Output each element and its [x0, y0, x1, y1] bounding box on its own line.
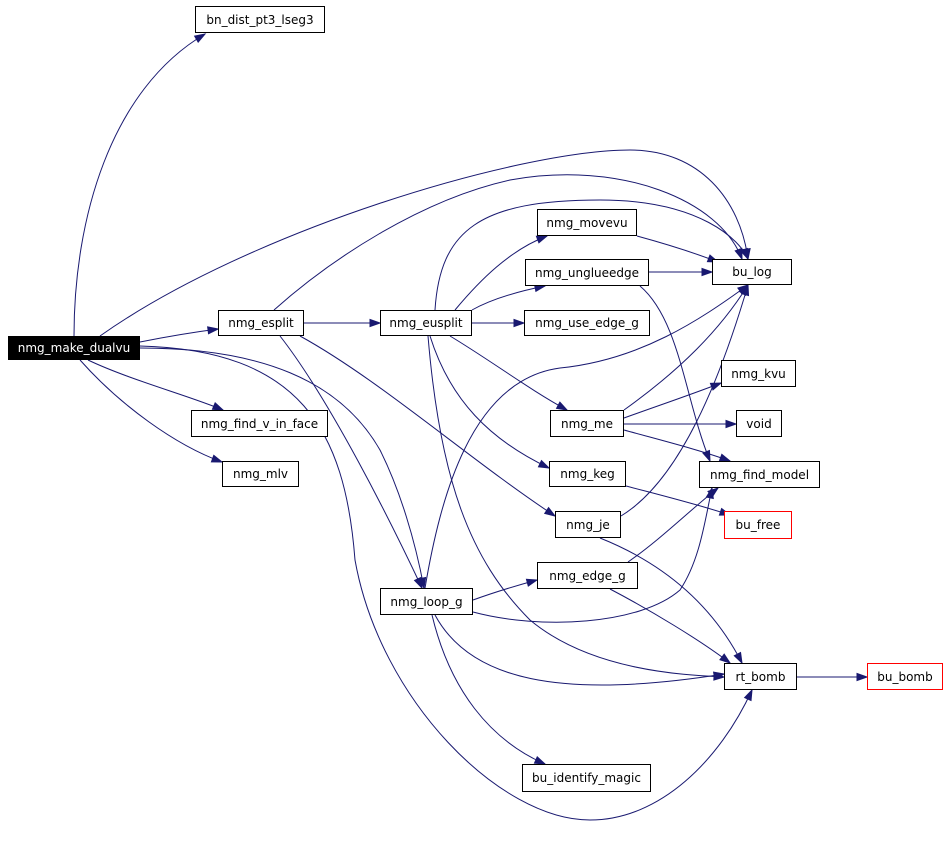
edge-nmg_edge_g-to-rt_bomb	[609, 588, 732, 664]
edge-nmg_loop_g-to-rt_bomb	[434, 614, 726, 686]
node-nmg-keg[interactable]: nmg_keg	[549, 461, 626, 487]
node-nmg-use-edge-g[interactable]: nmg_use_edge_g	[524, 310, 650, 336]
node-nmg-edge-g[interactable]: nmg_edge_g	[537, 562, 638, 589]
edge-nmg_me-to-nmg_find_model	[623, 429, 732, 462]
edge-nmg_loop_g-to-nmg_find_model	[472, 486, 714, 623]
edge-nmg_loop_g-to-nmg_edge_g	[472, 578, 539, 601]
node-nmg-unglueedge[interactable]: nmg_unglueedge	[525, 259, 649, 286]
node-nmg-eusplit[interactable]: nmg_eusplit	[380, 310, 472, 336]
edge-nmg_unglueedge-to-bu_log	[649, 267, 714, 277]
edge-nmg_make_dualvu-to-bu_log	[99, 149, 751, 337]
edge-nmg_je-to-rt_bomb	[599, 537, 743, 665]
edge-nmg_eusplit-to-nmg_keg	[429, 335, 551, 469]
node-nmg-make-dualvu: nmg_make_dualvu	[8, 336, 140, 360]
node-nmg-je[interactable]: nmg_je	[555, 511, 621, 538]
edge-nmg_make_dualvu-to-rt_bomb	[139, 345, 753, 821]
edge-nmg_esplit-to-bu_log	[273, 174, 743, 311]
node-bu-bomb[interactable]: bu_bomb	[867, 663, 943, 690]
edge-nmg_loop_g-to-bu_identify_magic	[431, 614, 547, 765]
edge-nmg_loop_g-to-bu_log	[424, 284, 750, 589]
node-rt-bomb[interactable]: rt_bomb	[724, 663, 797, 690]
edge-rt_bomb-to-bu_bomb	[797, 672, 869, 682]
edge-nmg_make_dualvu-to-nmg_mlv	[79, 359, 224, 463]
node-bu-identify-magic[interactable]: bu_identify_magic	[522, 764, 651, 792]
edge-nmg_esplit-to-nmg_eusplit	[304, 318, 382, 328]
node-bu-free[interactable]: bu_free	[724, 511, 792, 539]
edge-nmg_make_dualvu-to-nmg_find_v_in_face	[87, 359, 225, 411]
edge-nmg_je-to-bu_log	[620, 283, 750, 517]
node-bu-log[interactable]: bu_log	[712, 259, 792, 285]
node-nmg-esplit[interactable]: nmg_esplit	[218, 310, 304, 336]
edge-nmg_eusplit-to-bu_log	[434, 199, 749, 311]
node-nmg-find-model[interactable]: nmg_find_model	[699, 461, 820, 488]
node-nmg-me[interactable]: nmg_me	[550, 410, 624, 437]
edge-nmg_make_dualvu-to-nmg_esplit	[139, 326, 220, 343]
edge-nmg_movevu-to-bu_log	[636, 235, 720, 263]
edge-nmg_make_dualvu-to-bn_dist_pt3_lseg3	[73, 33, 207, 337]
edge-nmg_me-to-void	[624, 419, 738, 429]
edge-nmg_eusplit-to-nmg_unglueedge	[471, 283, 547, 311]
node-nmg-movevu[interactable]: nmg_movevu	[537, 209, 637, 236]
edge-nmg_esplit-to-nmg_loop_g	[279, 335, 423, 590]
edge-nmg_eusplit-to-nmg_movevu	[454, 235, 549, 311]
node-nmg-find-v-in-face[interactable]: nmg_find_v_in_face	[191, 410, 328, 437]
node-nmg-loop-g[interactable]: nmg_loop_g	[380, 588, 473, 615]
edge-nmg_eusplit-to-nmg_use_edge_g	[472, 318, 526, 328]
edge-nmg_unglueedge-to-nmg_find_model	[639, 285, 711, 463]
node-nmg-kvu[interactable]: nmg_kvu	[721, 360, 796, 387]
node-nmg-mlv[interactable]: nmg_mlv	[222, 461, 299, 487]
node-bn-dist-pt3-lseg3[interactable]: bn_dist_pt3_lseg3	[195, 6, 325, 33]
edge-nmg_esplit-to-nmg_je	[299, 335, 557, 517]
node-void[interactable]: void	[736, 410, 782, 437]
edge-nmg_eusplit-to-nmg_me	[449, 335, 569, 411]
